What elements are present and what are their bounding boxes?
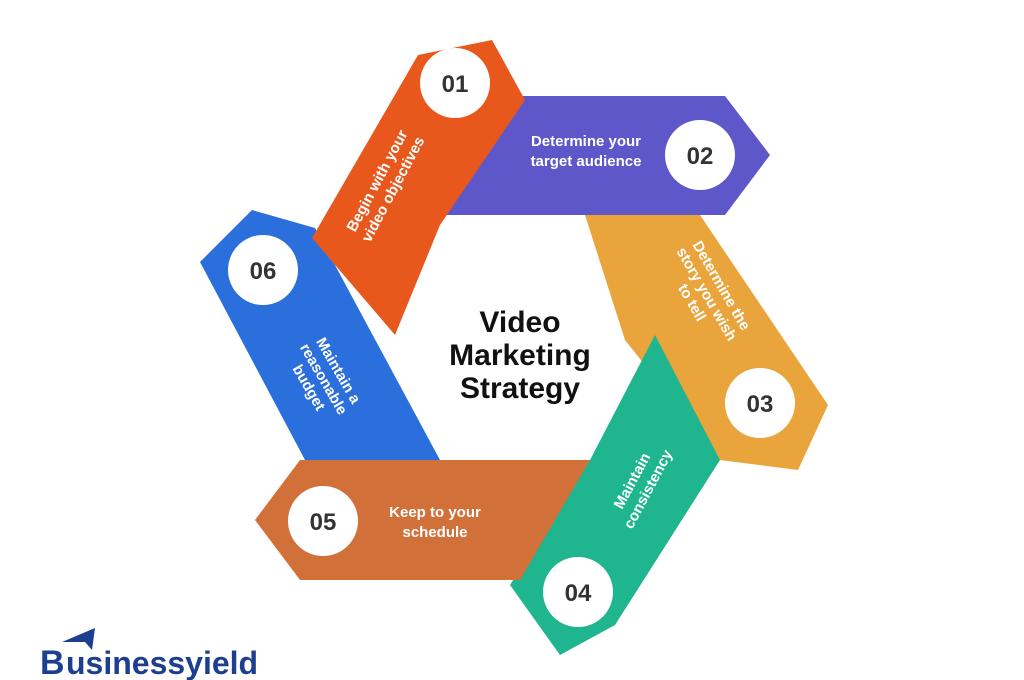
step-number: 05: [310, 509, 337, 536]
step-number-circle: [420, 48, 490, 118]
logo-letter: B: [40, 644, 65, 680]
step-number-circle: [543, 557, 613, 627]
step-number-circle: [665, 120, 735, 190]
step-number-circle: [725, 368, 795, 438]
step-label: Keep to your: [389, 504, 481, 521]
step-02: 02 Determine your target audience: [531, 120, 735, 190]
step-number-circle: [288, 486, 358, 556]
center-title: Video Marketing Strategy: [449, 306, 591, 405]
step-number: 01: [442, 71, 469, 98]
logo-arrow-icon: [62, 628, 95, 650]
step-number: 06: [250, 258, 277, 285]
title-line: Marketing: [449, 339, 591, 372]
step-03: 03 Determine the story you wish to tell: [673, 238, 795, 438]
logo-text: usinessyield: [66, 645, 258, 680]
step-label: target audience: [531, 153, 642, 170]
step-label: Determine your: [531, 133, 641, 150]
businessyield-logo: B usinessyield: [40, 628, 258, 680]
title-line: Strategy: [460, 372, 580, 405]
step-label: schedule: [402, 524, 467, 541]
arm-01: [312, 40, 525, 335]
step-number: 04: [565, 580, 592, 607]
step-number: 02: [687, 143, 714, 170]
title-line: Video: [479, 306, 560, 339]
step-05: 05 Keep to your schedule: [288, 486, 481, 556]
step-number: 03: [747, 391, 774, 418]
step-number-circle: [228, 235, 298, 305]
